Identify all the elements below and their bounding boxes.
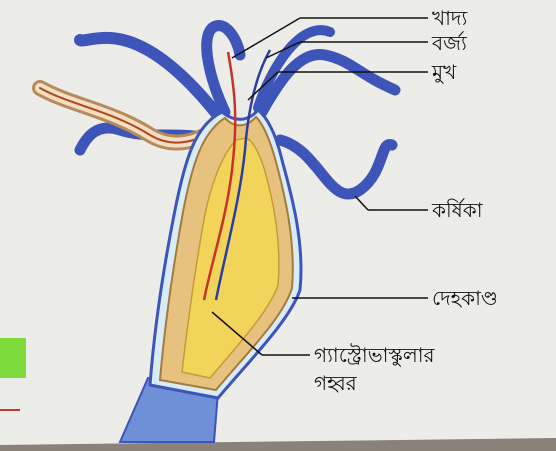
- label-body-column: দেহকাণ্ড: [432, 286, 498, 310]
- label-cavity-line1: গ্যাস্ট্রোভাস্কুলার: [314, 343, 436, 367]
- green-highlight-mark: [0, 338, 26, 378]
- label-cavity-line2: গহ্বর: [314, 371, 358, 395]
- label-food: খাদ্য: [432, 6, 468, 30]
- label-tentacle: কর্ষিকা: [431, 198, 484, 222]
- label-waste: বর্জ্য: [431, 31, 468, 55]
- label-mouth: মুখ: [431, 60, 457, 84]
